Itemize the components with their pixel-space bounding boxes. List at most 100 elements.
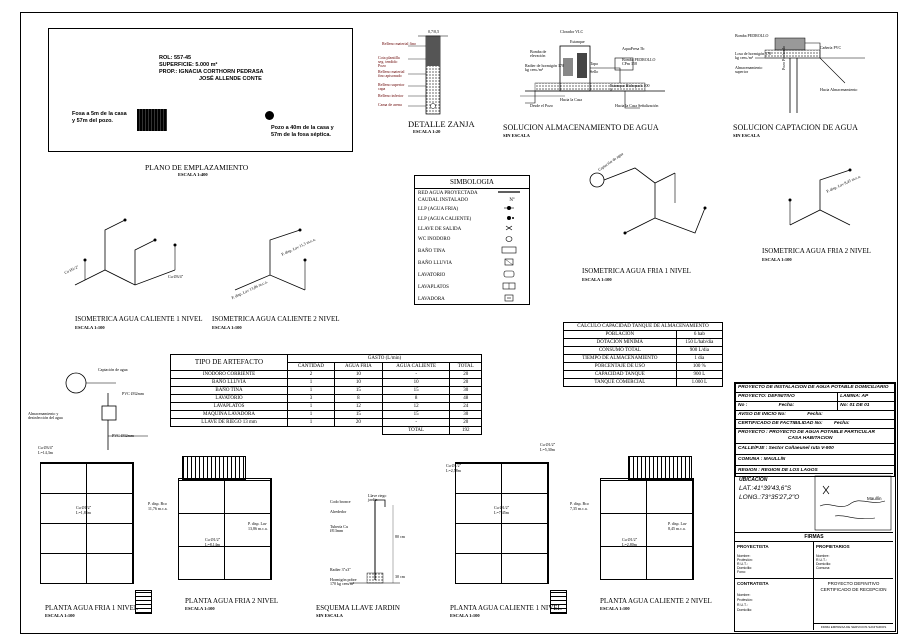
artefacto-value: 20 bbox=[449, 418, 482, 427]
artefacto-value: 3 bbox=[287, 394, 335, 403]
artefacto-value: 8 bbox=[333, 394, 383, 403]
legend-label: LAVADORA bbox=[418, 296, 445, 302]
artefacto-value: - bbox=[381, 418, 451, 427]
fria1-cu-2: Cu Ø1/2" bbox=[76, 505, 92, 510]
site-propietario-2: JOSÉ ALLENDE CONTE bbox=[199, 76, 262, 82]
tb-contr-row: Profesión: bbox=[737, 598, 753, 602]
well-dot bbox=[265, 111, 274, 120]
jardin-radier: Radier 3"x3" bbox=[330, 567, 351, 572]
site-plan-scale: ESCALA 1:400 bbox=[178, 172, 208, 177]
artefacto-value: 12 bbox=[333, 402, 383, 411]
legend-row: LLAVE DE SALIDA bbox=[415, 224, 529, 234]
iso-caliente-2-drawing bbox=[234, 228, 307, 291]
zanja-scale: ESCALA 1:20 bbox=[413, 129, 441, 134]
fria1-pvc-2: PVC Ø32mm bbox=[112, 433, 134, 438]
stair-caliente-2 bbox=[628, 456, 692, 480]
artefactos-col-row: CANTIDAD AGUA FRIA AGUA CALIENTE TOTAL bbox=[171, 362, 482, 371]
title-block-table: PROYECTO DE INSTALACION DE AGUA POTABLE … bbox=[734, 383, 895, 477]
tb-proyectista-row: Nombre: bbox=[737, 554, 751, 558]
fria-1-supply-drawing bbox=[65, 372, 148, 450]
capacidad-label: POBLACION bbox=[563, 330, 677, 339]
artefacto-value: 12 bbox=[381, 402, 451, 411]
col-cantidad: CANTIDAD bbox=[287, 362, 335, 371]
house-footprint bbox=[137, 109, 167, 131]
planta-fria-2-scale: ESCALA 1:100 bbox=[185, 606, 215, 611]
jardin-codo: Codo bronce bbox=[330, 499, 351, 504]
legend-row: RED AGUA PROYECTADA bbox=[415, 189, 529, 197]
fria1-cu-1-len: L=14,3m bbox=[38, 450, 53, 455]
alm-label-hidropack: Estanque Hidropack 100 lt bbox=[610, 83, 650, 92]
artefactos-header-row: TIPO DE ARTEFACTO GASTO (L/min) bbox=[170, 354, 482, 371]
site-propietario: PROP.: IGNACIA CORTHORN PEDRASA bbox=[159, 69, 264, 75]
map-label: Maullín bbox=[867, 496, 882, 501]
artefacto-value: 10 bbox=[381, 378, 451, 387]
cal1-cu-2-len: L=5,30m bbox=[540, 447, 555, 452]
tb-calle: CALLE/PJE : Sector Coñaeunel ruta V-900 bbox=[735, 443, 895, 455]
legend-row: LAVADORA bbox=[415, 293, 529, 305]
gasto-header: GASTO (L/min) bbox=[287, 354, 482, 363]
tb-contratista-box: CONTRATISTA Nombre: Profesión: R.U.T.: D… bbox=[735, 579, 814, 630]
col-fria: AGUA FRIA bbox=[333, 362, 383, 371]
tb-ubicacion: UBICACION bbox=[739, 477, 768, 483]
tb-no: No : Fecha: bbox=[734, 401, 839, 411]
zanja-label-1: Relleno material fino bbox=[382, 41, 416, 46]
iso-fria-1-drawing bbox=[589, 167, 707, 235]
tb-proyectista-box: PROYECTISTA Nombre: Profesión: R.U.T.: D… bbox=[735, 542, 814, 579]
fria2-pdisp-2-val: 13,86 m.c.a. bbox=[248, 526, 268, 531]
artefacto-value: 15 bbox=[381, 410, 451, 419]
artefacto-value: 24 bbox=[449, 402, 482, 411]
capacidad-label: CONSUMO TOTAL bbox=[563, 346, 677, 355]
llave-salida-icon bbox=[505, 225, 513, 231]
alm-label-hacia-casa: Hacia la Casa bbox=[560, 97, 582, 102]
tb-contr-row: Nombre: bbox=[737, 593, 751, 597]
cal1-cu-1-len: L=2,58m bbox=[446, 468, 461, 473]
jardin-30cm: 30 cm bbox=[395, 574, 405, 579]
alm-label-sello: Sello bbox=[590, 69, 599, 74]
jardin-hormigon: Hormigón pobre 170 kg cem/m³ bbox=[330, 577, 357, 586]
legend-row: LLP (AGUA CALIENTE) bbox=[415, 214, 529, 224]
jardin-llave: Llave riego jardín bbox=[368, 493, 387, 502]
zanja-drawing bbox=[408, 35, 448, 115]
artefacto-value: 8 bbox=[381, 394, 451, 403]
capacidad-table: CALCULO CAPACIDAD TANQUE DE ALMACENAMIEN… bbox=[563, 322, 724, 387]
simbologia-box: SIMBOLOGIA RED AGUA PROYECTADA CAUDAL IN… bbox=[414, 175, 530, 305]
tb-firma-empresa: FIRMA EMPRESA DE SERVICIOS SANITARIOS bbox=[814, 623, 893, 629]
captacion-title: SOLUCION CAPTACION DE AGUA bbox=[733, 123, 858, 132]
capacidad-value: 150 L/hab/dia bbox=[675, 338, 724, 347]
iso-c1-label-2: Cu Ø3/4" bbox=[168, 274, 184, 279]
alm-label-hacia-casa-2: Hacia la Casa Señalización bbox=[615, 103, 659, 108]
capacidad-value: 100 % bbox=[675, 362, 724, 371]
legend-label: LAVAPLATOS bbox=[418, 284, 449, 290]
artefacto-value: 15 bbox=[333, 410, 383, 419]
captacion-scale: SIN ESCALA bbox=[733, 133, 760, 138]
fria2-pdisp-1: P. disp. Bco bbox=[148, 501, 167, 506]
iso-fria-2-drawing bbox=[788, 168, 852, 226]
site-fosa-note: Fosa a 5m de la casa y 57m del pozo. bbox=[72, 111, 127, 124]
cal1-cu-3: Cu Ø1/2" bbox=[494, 505, 510, 510]
tb-header: PROYECTO DE INSTALACION DE AGUA POTABLE … bbox=[735, 383, 895, 393]
artefacto-value: - bbox=[381, 370, 451, 379]
legend-row: WC INODORO bbox=[415, 234, 529, 245]
planta-fria-2-title: PLANTA AGUA FRIA 2 NIVEL bbox=[185, 597, 279, 605]
iso-caliente-1-scale: ESCALA 1:100 bbox=[75, 325, 105, 330]
planta-fria-1-title: PLANTA AGUA FRIA 1 NIVEL bbox=[45, 604, 139, 612]
almacenamiento-drawing bbox=[520, 45, 665, 109]
artefacto-value: 20 bbox=[333, 418, 383, 427]
artefacto-value: 20 bbox=[449, 370, 482, 379]
capacidad-value: 900 L bbox=[675, 370, 724, 379]
artefacto-value: 15 bbox=[381, 386, 451, 395]
tb-prop-row: R.U.T.: bbox=[816, 558, 827, 562]
cap-label-losa: Losa de hormigón 170 kg cem./m³ bbox=[735, 51, 772, 60]
legend-row: LAVATORIO bbox=[415, 269, 529, 281]
iso-caliente-1-title: ISOMETRICA AGUA CALIENTE 1 NIVEL bbox=[75, 315, 203, 323]
artefacto-value: 10 bbox=[333, 378, 383, 387]
tb-firmas: FIRMAS bbox=[735, 533, 893, 542]
legend-row: BAÑO TINA bbox=[415, 245, 529, 257]
iso-fria-1-scale: ESCALA 1:100 bbox=[582, 277, 612, 282]
planta-caliente-2-scale: ESCALA 1:100 bbox=[600, 606, 630, 611]
